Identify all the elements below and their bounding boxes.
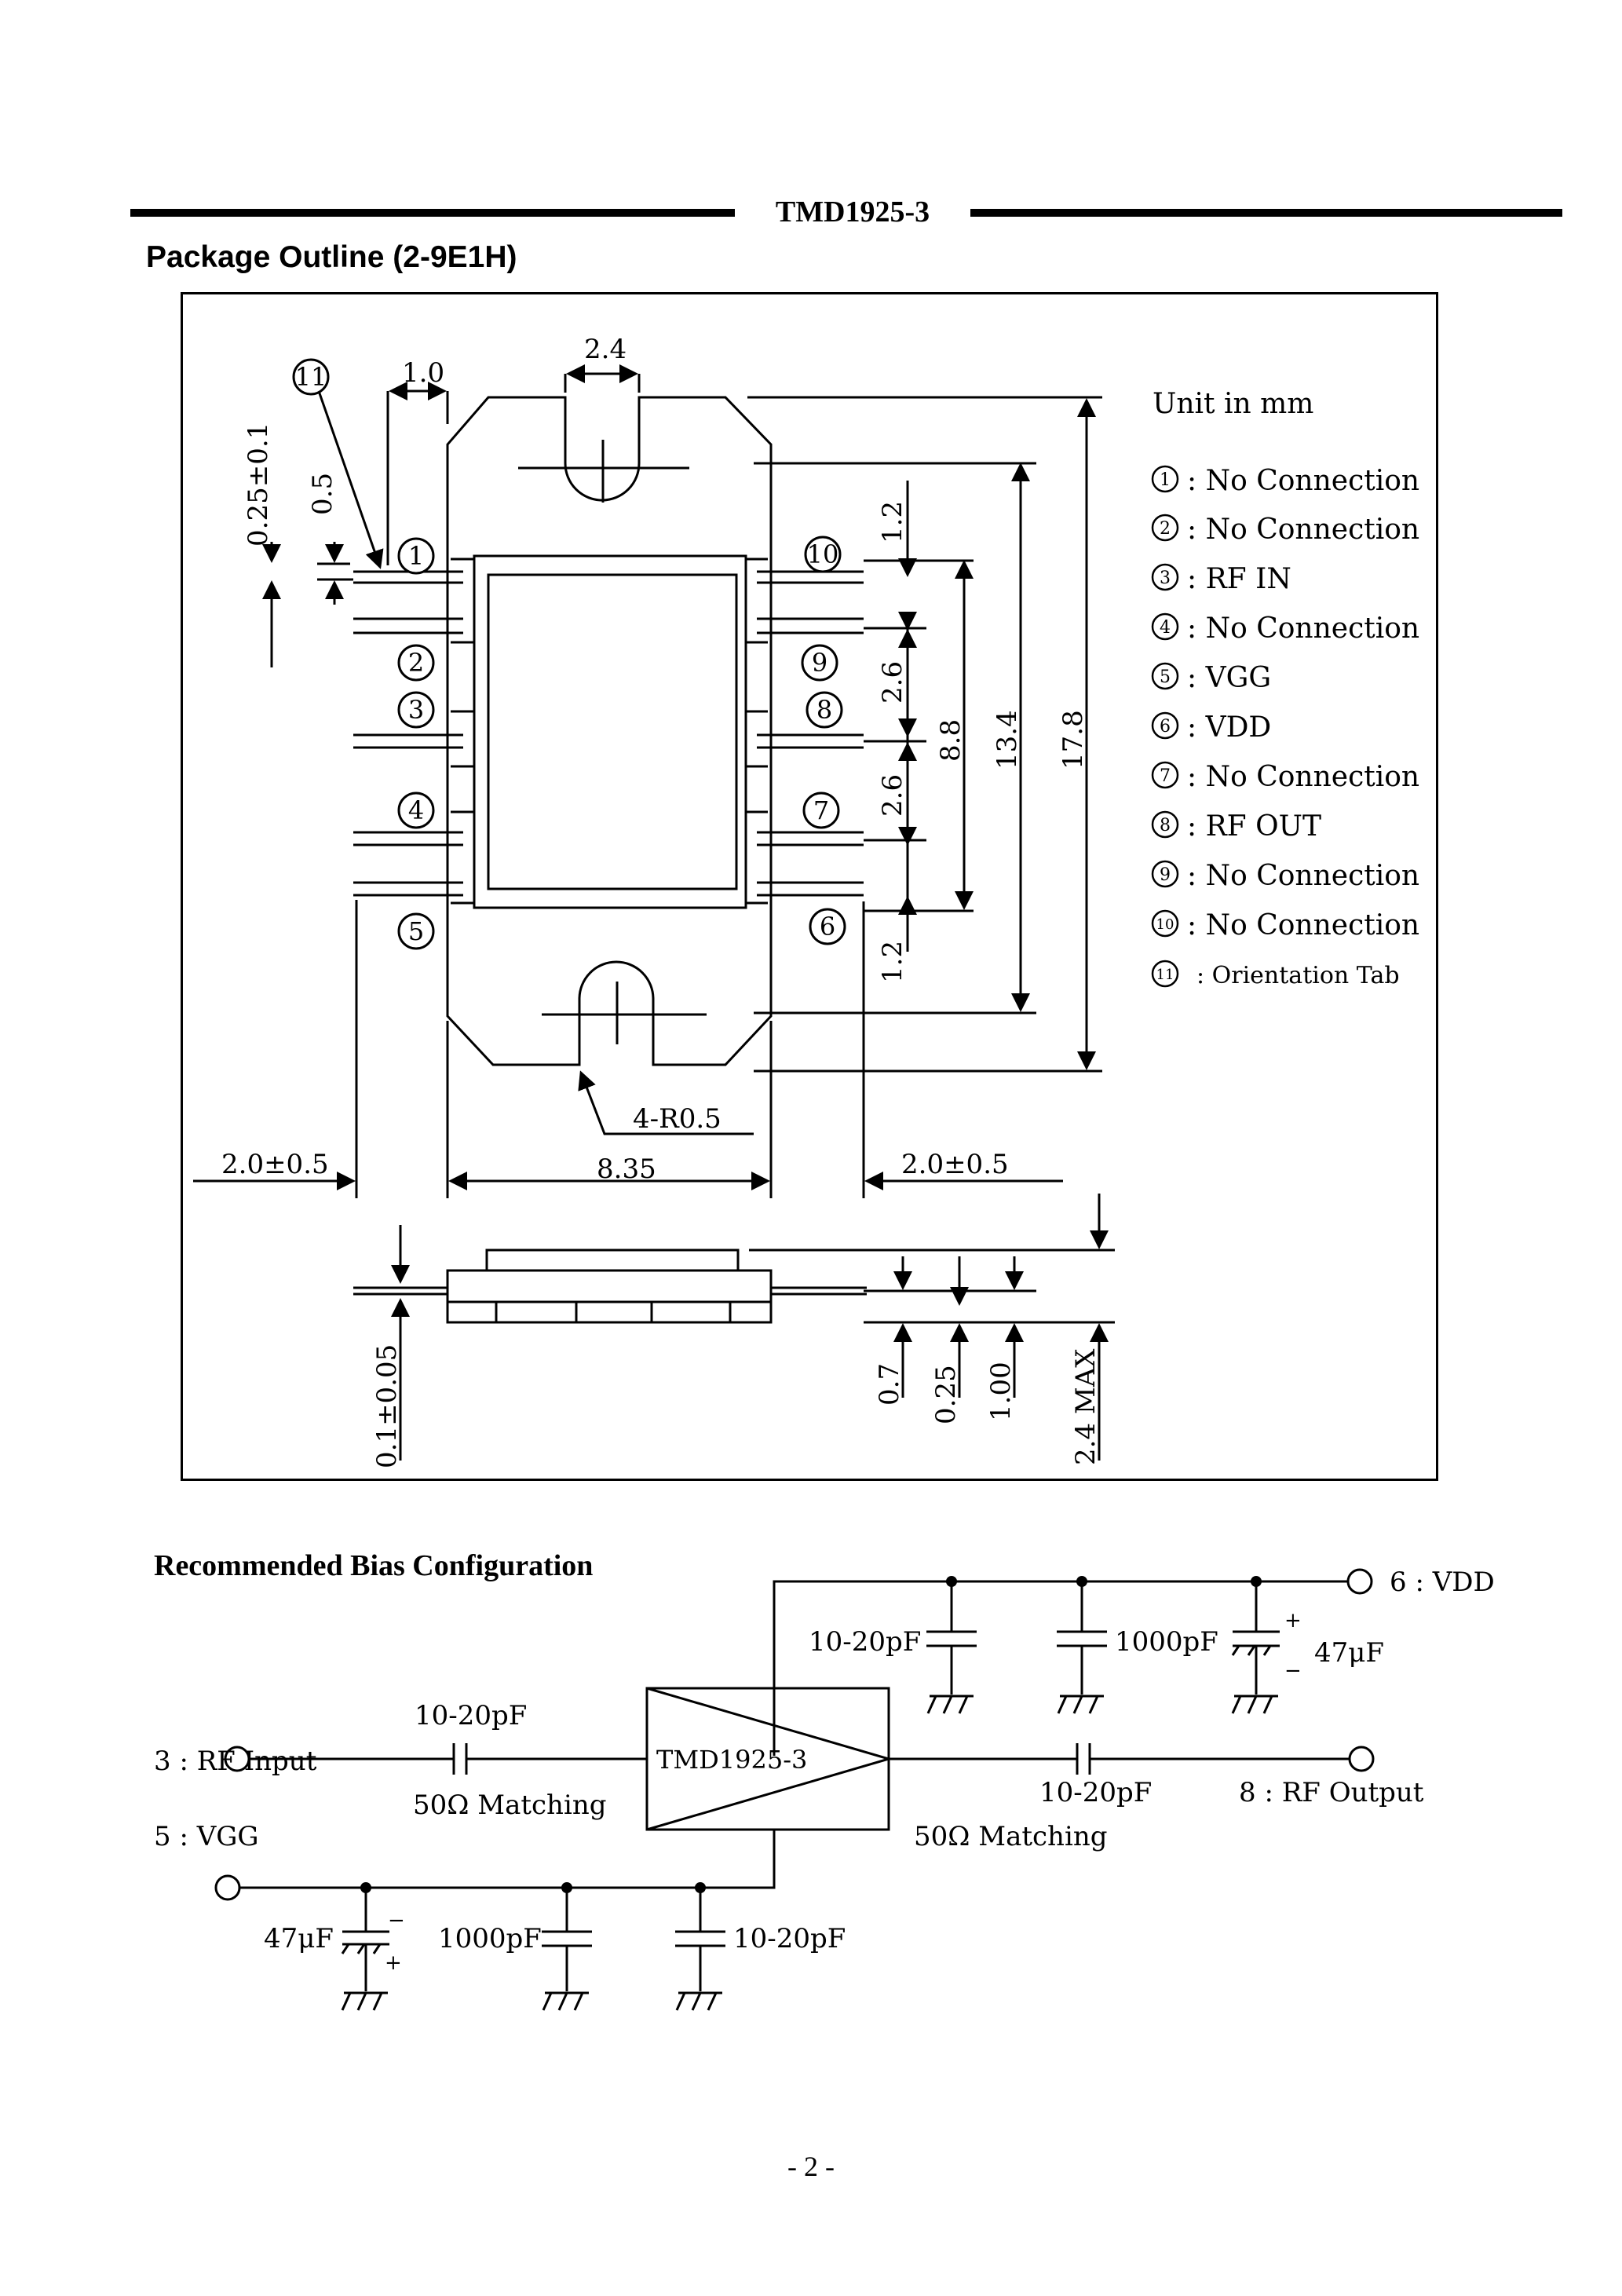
header-title: TMD1925-3 [735, 195, 970, 229]
input-cap-label: 10-20pF [415, 1700, 527, 1731]
device-label: TMD1925-3 [656, 1745, 807, 1775]
legend-label-4: : No Connection [1187, 612, 1419, 645]
dim-overall-length: 17.8 [1058, 710, 1089, 770]
package-outline-frame [181, 292, 1438, 1481]
legend-num-8: 8 [1160, 816, 1171, 835]
vgg-cap-3: 10-20pF [733, 1923, 846, 1954]
legend-label-1: : No Connection [1187, 465, 1419, 497]
dim-pitch-top: 1.2 [877, 501, 908, 543]
legend-label-10: : No Connection [1187, 909, 1419, 941]
legend-label-5: : VGG [1187, 662, 1271, 694]
vgg-cap-minus: − [388, 1909, 405, 1932]
rf-input-label: 3 : RF Input [154, 1746, 317, 1777]
pin-mark-3: 3 [408, 695, 424, 725]
legend-label-3: : RF IN [1187, 563, 1291, 595]
legend-label-11: : Orientation Tab [1196, 962, 1400, 989]
legend-num-9: 9 [1160, 865, 1171, 885]
unit-note: Unit in mm [1153, 388, 1313, 420]
legend-num-2: 2 [1160, 519, 1171, 539]
dim-lead-offset: 1.0 [402, 357, 444, 389]
package-outline-drawing: 11 1 2 3 4 5 10 9 8 7 6 2.4 1.0 0.25±0.1… [193, 334, 1419, 1468]
dim-lead-width: 0.5 [307, 473, 338, 515]
vdd-label: 6 : VDD [1390, 1567, 1495, 1598]
vdd-cap-minus: − [1284, 1659, 1302, 1683]
legend-num-6: 6 [1160, 717, 1171, 737]
legend-num-4: 4 [1160, 618, 1171, 638]
pin-mark-10: 10 [807, 539, 839, 569]
dim-0-7: 0.7 [874, 1363, 905, 1406]
dim-pitch-a: 2.6 [877, 661, 908, 704]
vgg-label: 5 : VGG [154, 1821, 259, 1852]
legend-num-5: 5 [1160, 667, 1171, 687]
page-number: - 2 - [787, 2151, 835, 2182]
pin-mark-2: 2 [408, 648, 424, 678]
dim-standoff: 0.1±0.05 [371, 1344, 403, 1468]
header-rule-left [130, 209, 735, 217]
pin-mark-6: 6 [820, 912, 835, 941]
dim-lead-span: 8.8 [935, 719, 966, 762]
legend-num-1: 1 [1160, 470, 1171, 490]
dim-radius: 4-R0.5 [633, 1103, 721, 1135]
legend-label-9: : No Connection [1187, 860, 1419, 892]
output-cap-label: 10-20pF [1039, 1777, 1152, 1808]
vdd-cap-3: 47μF [1314, 1637, 1384, 1669]
legend-label-7: : No Connection [1187, 761, 1419, 793]
legend-label-6: : VDD [1187, 711, 1271, 744]
legend-num-10: 10 [1156, 916, 1174, 933]
dim-0-25: 0.25 [930, 1365, 962, 1424]
vdd-cap-2: 1000pF [1115, 1626, 1218, 1658]
vgg-cap-plus: + [385, 1951, 402, 1975]
dim-1-00: 1.00 [985, 1362, 1017, 1421]
dim-pitch-b: 2.6 [877, 774, 908, 817]
legend-num-3: 3 [1160, 569, 1171, 588]
output-match-label: 50Ω Matching [914, 1821, 1107, 1852]
vgg-cap-1: 47μF [264, 1923, 334, 1954]
pin-mark-1: 1 [408, 541, 424, 571]
pin-mark-5: 5 [408, 916, 424, 946]
dim-body-length: 13.4 [992, 710, 1023, 770]
package-outline-heading: Package Outline (2-9E1H) [146, 240, 517, 274]
dim-lead-length-right: 2.0±0.5 [901, 1149, 1009, 1180]
legend-label-2: : No Connection [1187, 514, 1419, 546]
vgg-cap-2: 1000pF [438, 1923, 542, 1954]
dim-tab-width: 2.4 [584, 334, 627, 365]
pin-mark-9: 9 [812, 648, 827, 678]
dim-lead-thickness: 0.25±0.1 [243, 422, 274, 547]
pin-mark-7: 7 [813, 795, 829, 825]
dim-body-width: 8.35 [597, 1153, 656, 1185]
pin-mark-4: 4 [408, 795, 424, 825]
dim-pitch-bottom: 1.2 [877, 941, 908, 983]
rf-output-label: 8 : RF Output [1239, 1777, 1424, 1808]
dim-lead-length-left: 2.0±0.5 [221, 1149, 329, 1180]
legend-num-11: 11 [1156, 967, 1174, 983]
legend-num-7: 7 [1160, 766, 1171, 786]
bias-schematic: 6 : VDD 10-20pF 1000pF 47μF + − 3 : RF I… [154, 1567, 1495, 2012]
vdd-cap-plus: + [1284, 1609, 1302, 1632]
pin-legend: 1 2 3 4 5 6 7 8 9 10 11 : No Connection … [1151, 465, 1419, 989]
bias-config-heading: Recommended Bias Configuration [154, 1549, 594, 1582]
legend-label-8: : RF OUT [1187, 810, 1321, 843]
pin-mark-8: 8 [816, 695, 832, 725]
dim-max-height: 2.4 MAX [1070, 1348, 1101, 1465]
vdd-cap-1: 10-20pF [809, 1626, 921, 1658]
pin-mark-11: 11 [295, 362, 327, 392]
header-rule-right [970, 209, 1562, 217]
input-match-label: 50Ω Matching [413, 1790, 606, 1821]
